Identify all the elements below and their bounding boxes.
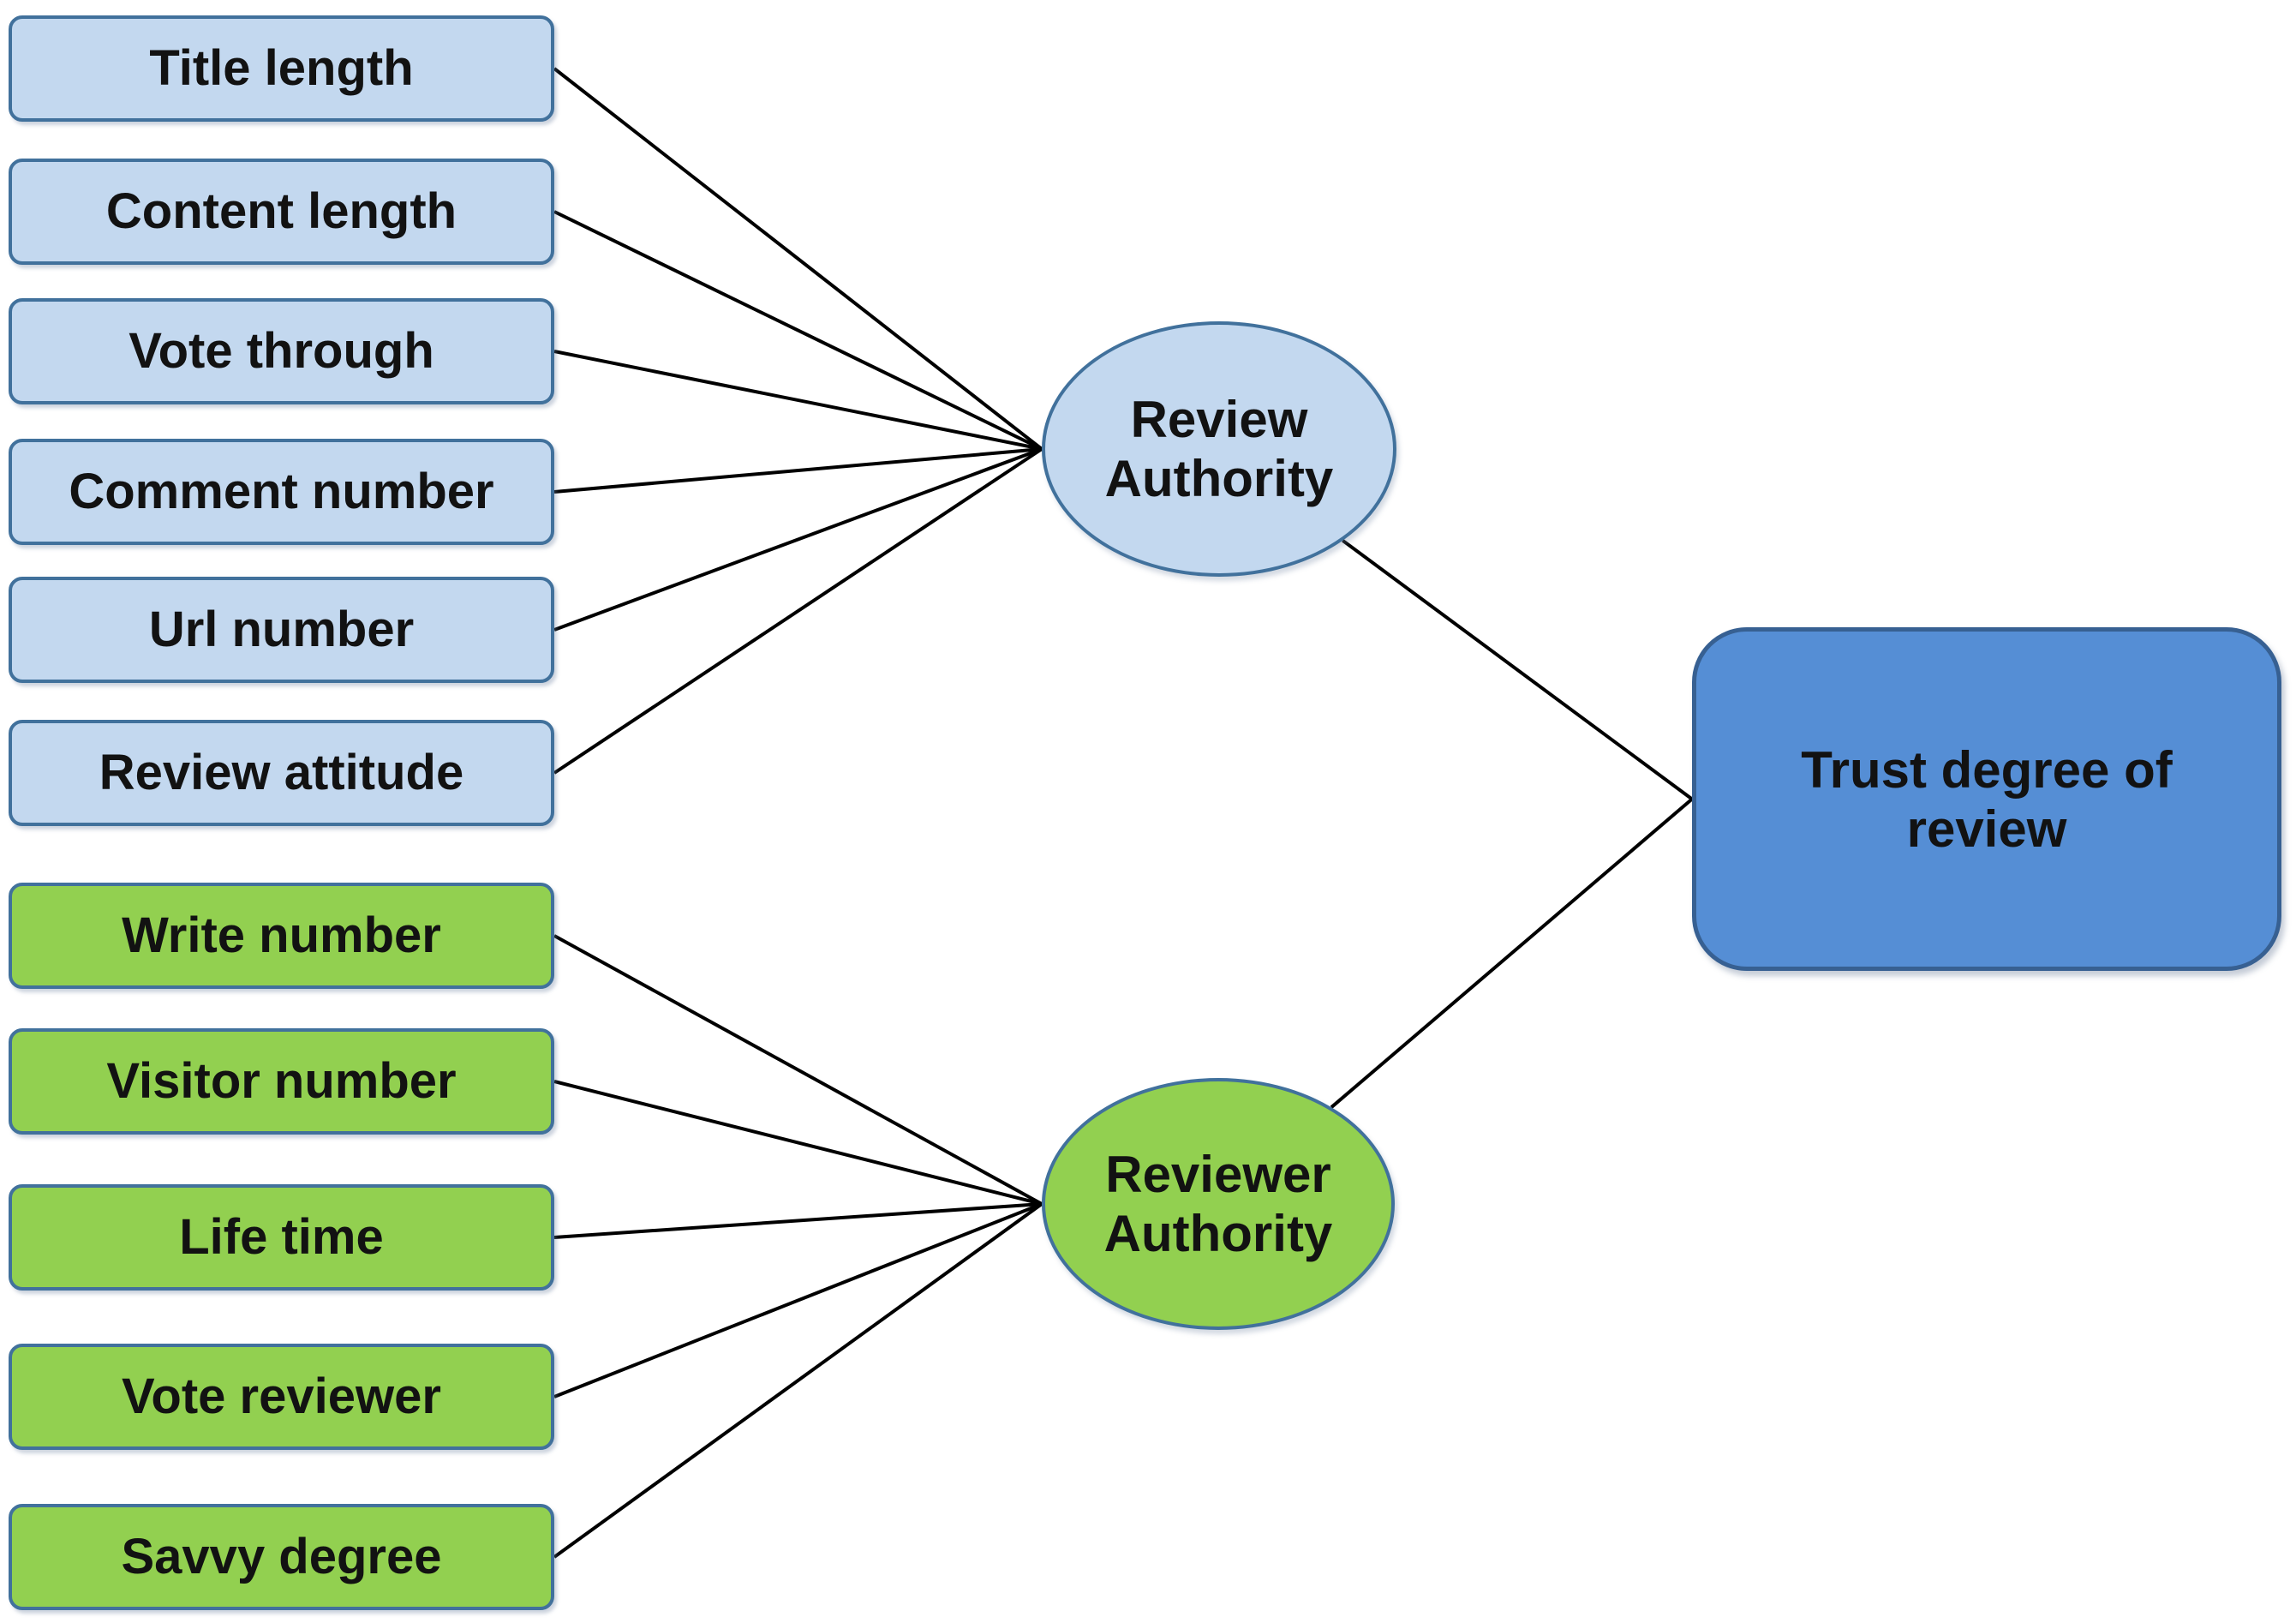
node-vote-reviewer: Vote reviewer xyxy=(9,1344,554,1450)
edge-write-number-to-reviewer-authority xyxy=(553,934,1043,1206)
node-visitor-number-label: Visitor number xyxy=(106,1052,457,1109)
edge-review-attitude-to-review-authority xyxy=(553,447,1043,775)
node-vote-through-label: Vote through xyxy=(129,322,434,379)
edge-title-length-to-review-authority xyxy=(553,67,1043,451)
node-life-time: Life time xyxy=(9,1184,554,1291)
node-comment-number-label: Comment number xyxy=(69,463,494,519)
node-savvy-degree: Savvy degree xyxy=(9,1504,554,1610)
node-reviewer-authority: Reviewer Authority xyxy=(1042,1078,1395,1330)
edge-comment-number-to-review-authority xyxy=(553,447,1043,494)
node-review-attitude: Review attitude xyxy=(9,720,554,826)
node-url-number: Url number xyxy=(9,577,554,683)
node-vote-through: Vote through xyxy=(9,298,554,404)
edge-content-length-to-review-authority xyxy=(553,210,1043,451)
node-comment-number: Comment number xyxy=(9,439,554,545)
node-trust-degree-of-review: Trust degree of review xyxy=(1692,627,2281,971)
node-review-authority: Review Authority xyxy=(1042,321,1396,577)
edge-vote-through-to-review-authority xyxy=(553,350,1043,451)
edge-reviewer-authority-to-trust-degree-of-review xyxy=(1330,797,1694,1109)
node-trust-degree-of-review-label: Trust degree of review xyxy=(1801,740,2173,858)
node-life-time-label: Life time xyxy=(179,1208,384,1265)
node-write-number: Write number xyxy=(9,883,554,989)
edge-savvy-degree-to-reviewer-authority xyxy=(553,1202,1043,1559)
node-review-attitude-label: Review attitude xyxy=(99,744,464,800)
node-url-number-label: Url number xyxy=(148,601,415,657)
edge-url-number-to-review-authority xyxy=(553,447,1043,632)
node-vote-reviewer-label: Vote reviewer xyxy=(122,1368,441,1424)
node-review-authority-label: Review Authority xyxy=(1104,391,1334,507)
edge-review-authority-to-trust-degree-of-review xyxy=(1342,539,1694,801)
edge-life-time-to-reviewer-authority xyxy=(553,1202,1043,1239)
node-title-length: Title length xyxy=(9,15,554,122)
node-title-length-label: Title length xyxy=(149,39,414,96)
node-visitor-number: Visitor number xyxy=(9,1028,554,1135)
node-savvy-degree-label: Savvy degree xyxy=(121,1528,442,1584)
node-reviewer-authority-label: Reviewer Authority xyxy=(1103,1146,1333,1262)
node-content-length-label: Content length xyxy=(105,183,457,239)
edge-visitor-number-to-reviewer-authority xyxy=(553,1080,1043,1206)
node-content-length: Content length xyxy=(9,159,554,265)
edge-vote-reviewer-to-reviewer-authority xyxy=(553,1202,1043,1398)
node-write-number-label: Write number xyxy=(122,907,441,963)
